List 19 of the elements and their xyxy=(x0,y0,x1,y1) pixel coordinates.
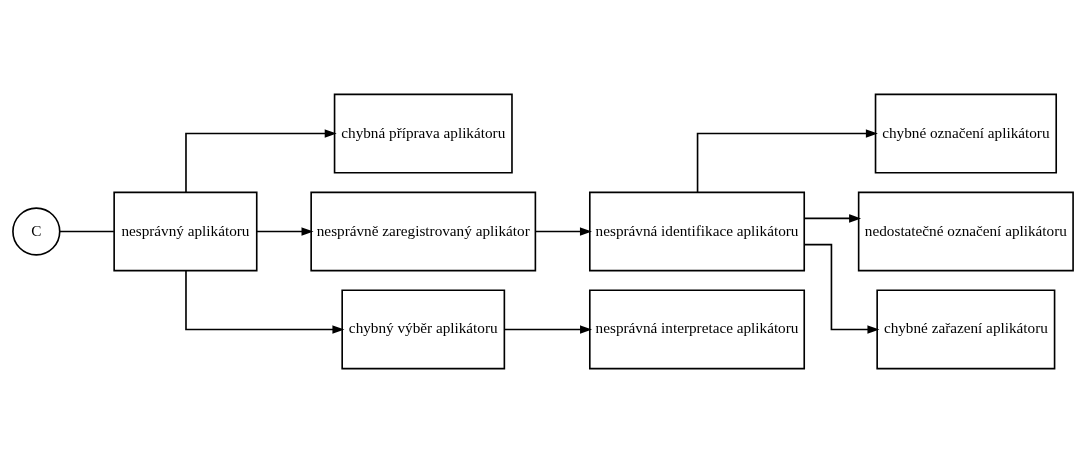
arrow xyxy=(185,269,345,334)
node-box: nesprávný aplikátoru xyxy=(113,191,258,272)
arrow xyxy=(534,227,592,236)
arrow xyxy=(803,243,880,334)
node-box: chybné zařazení aplikátoru xyxy=(876,289,1056,370)
node-box: chybná příprava aplikátoru xyxy=(333,93,513,174)
node-box: nesprávně zaregistrovaný aplikátor xyxy=(310,191,537,272)
node-box: nedostatečné označení aplikátoru xyxy=(857,191,1074,272)
connector xyxy=(59,230,115,233)
node-box: nesprávná identifikace aplikátoru xyxy=(589,191,806,272)
node-circle: C xyxy=(12,207,61,256)
node-box: nesprávná interpretace aplikátoru xyxy=(589,289,806,370)
arrow xyxy=(185,129,337,194)
arrow xyxy=(803,214,862,223)
arrow xyxy=(503,325,593,334)
arrow xyxy=(256,227,314,236)
arrow xyxy=(696,129,878,194)
node-box: chybný výběr aplikátoru xyxy=(341,289,506,370)
node-box: chybné označení aplikátoru xyxy=(874,93,1058,174)
